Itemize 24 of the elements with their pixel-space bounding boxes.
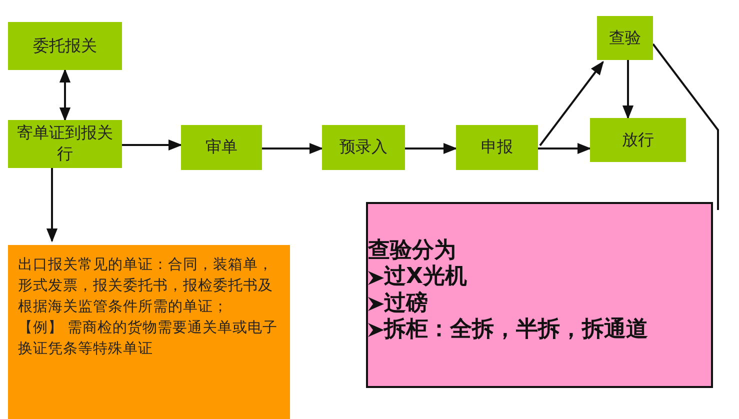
arrow [122, 139, 182, 151]
process-box: 寄单证到报关行 [8, 120, 122, 168]
process-box: 委托报关 [8, 22, 122, 70]
arrow [538, 142, 592, 154]
arrow [262, 142, 324, 154]
note-box [366, 202, 713, 388]
note-box [8, 245, 290, 419]
process-box: 申报 [456, 125, 538, 170]
arrow [622, 60, 634, 120]
note-heading: 查验分为 [368, 238, 457, 264]
arrow [539, 60, 604, 146]
arrow [46, 168, 58, 242]
list-item: 过磅 [384, 290, 428, 318]
process-box: 放行 [590, 118, 686, 162]
process-box: 审单 [181, 125, 262, 170]
process-box: 预录入 [322, 125, 405, 170]
arrow [405, 142, 458, 154]
note-text: 【例】 需商检的货物需要通关单或电子换证凭条等特殊单证 [18, 318, 279, 360]
connector-line [652, 43, 719, 210]
note-text: 出口报关常见的单证：合同，装箱单，形式发票，报关委托书，报检委托书及根据海关监管条件所需的单证； [18, 256, 274, 318]
list-item: 过X光机 [384, 264, 467, 291]
process-box: 查验 [597, 16, 653, 60]
arrow [59, 68, 71, 122]
list-item: 拆柜：全拆，半拆，拆通道 [384, 317, 648, 344]
